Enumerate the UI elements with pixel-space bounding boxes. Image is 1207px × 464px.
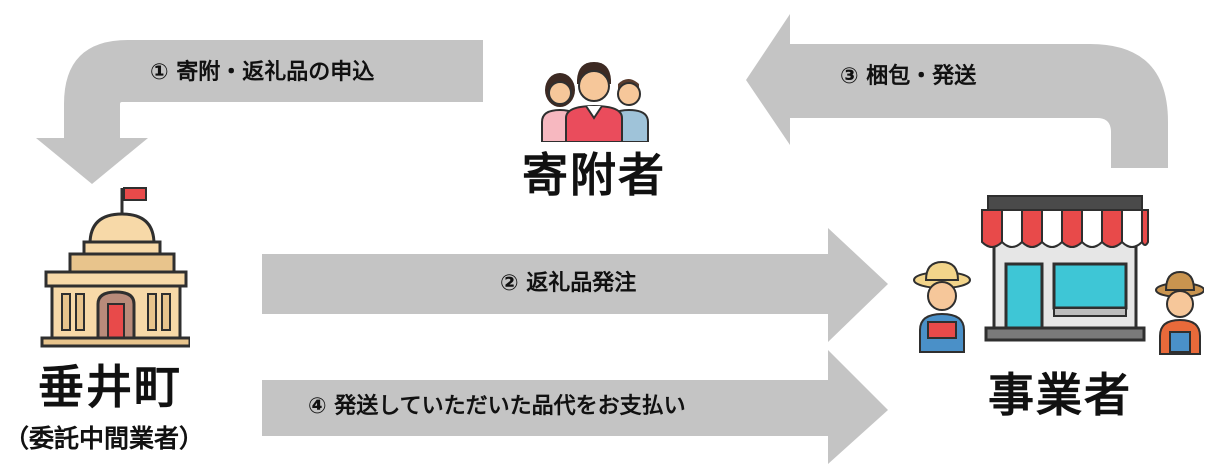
- town-title: 垂井町: [38, 360, 182, 414]
- pack-arrow: [746, 14, 1168, 168]
- shop-icon: [913, 195, 1204, 355]
- order-arrow: [262, 228, 888, 342]
- town-hall-icon: [40, 187, 190, 348]
- town-subtitle: （委託中間業者）: [4, 424, 205, 453]
- pack-arrow-label: ③ 梱包・発送: [840, 64, 977, 89]
- business-title: 事業者: [988, 368, 1132, 422]
- apply-arrow-label: ① 寄附・返礼品の申込: [150, 60, 375, 85]
- apply-arrow: [36, 40, 483, 184]
- pay-arrow: [262, 350, 888, 464]
- people-icon: [541, 62, 649, 142]
- donor-title: 寄附者: [522, 148, 666, 202]
- order-arrow-label: ② 返礼品発注: [500, 271, 637, 296]
- pay-arrow-label: ④ 発送していただいた品代をお支払い: [308, 394, 686, 419]
